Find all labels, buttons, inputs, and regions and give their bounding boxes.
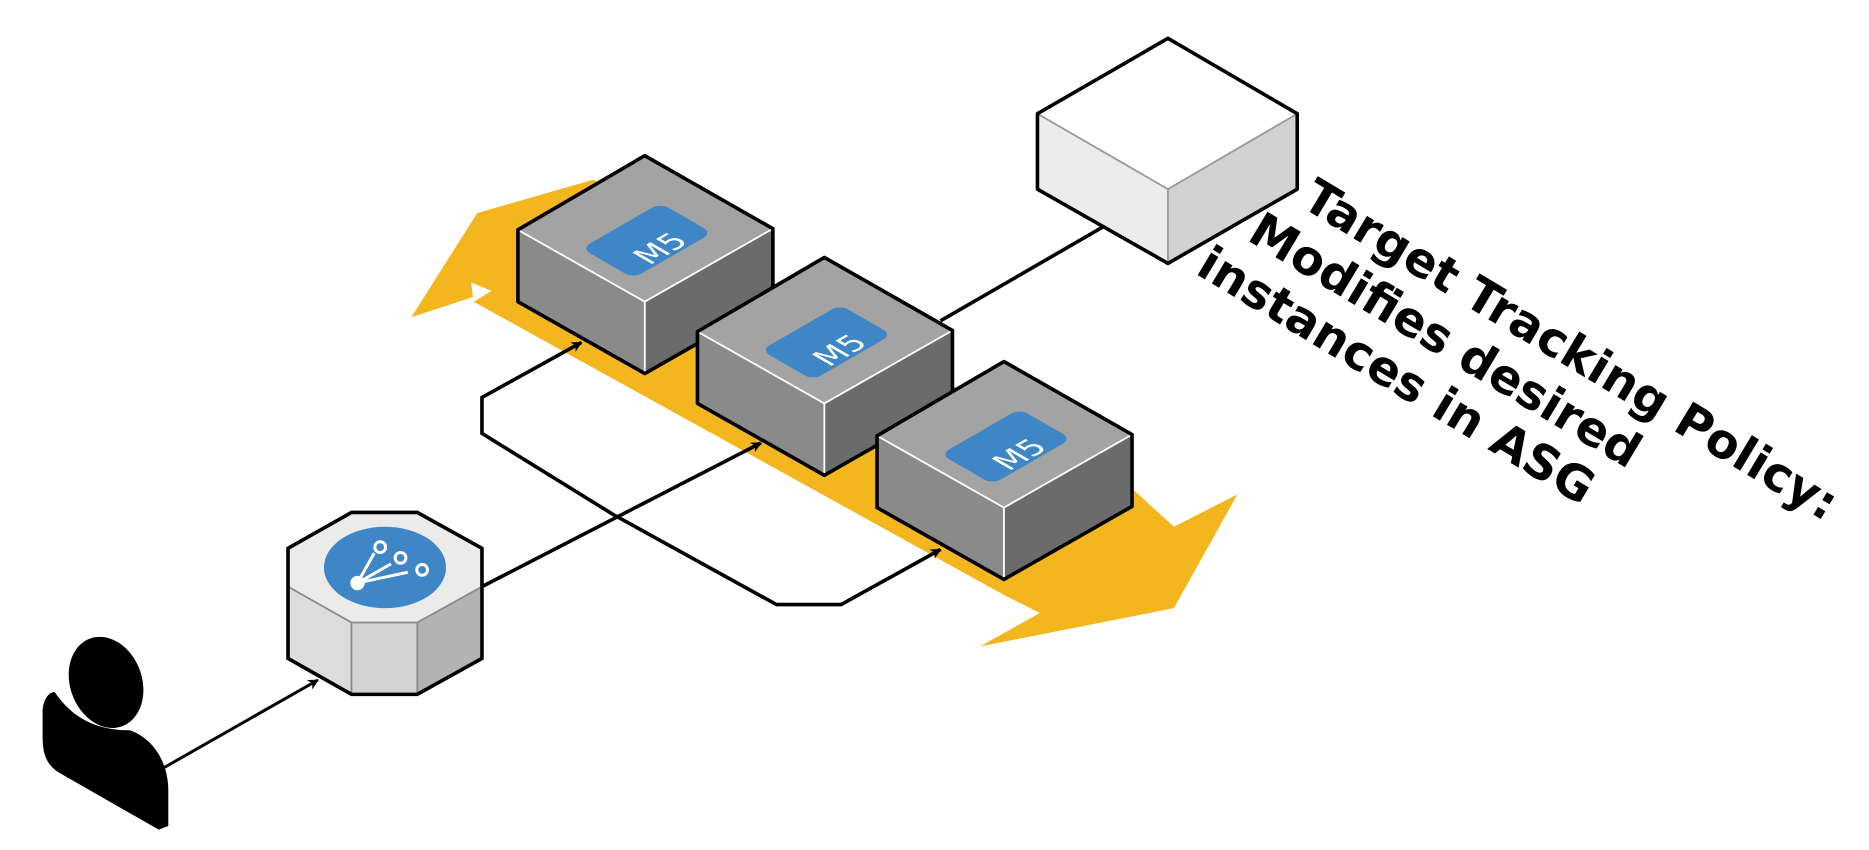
load-balancer-icon — [286, 510, 484, 697]
user-to-lb-arrow — [161, 678, 319, 770]
empty-cube-icon — [1035, 36, 1300, 266]
instance-cube-3: M5 — [875, 359, 1134, 582]
instance-cube-1: M5 — [516, 153, 775, 376]
user-silhouette-icon — [42, 636, 169, 830]
connectors — [161, 225, 1104, 770]
instance-type-badge: M5 — [945, 411, 1067, 482]
instance-cube-2: M5 — [695, 255, 955, 478]
lb-to-instance-3-arrow — [612, 513, 942, 607]
instance-to-new-instance-line — [939, 225, 1104, 323]
lb-to-instance-2-arrow — [481, 441, 762, 589]
policy-label: Target Tracking Policy: Modifies desired… — [1188, 169, 1847, 532]
lb-to-instance-1-arrow — [480, 340, 615, 517]
